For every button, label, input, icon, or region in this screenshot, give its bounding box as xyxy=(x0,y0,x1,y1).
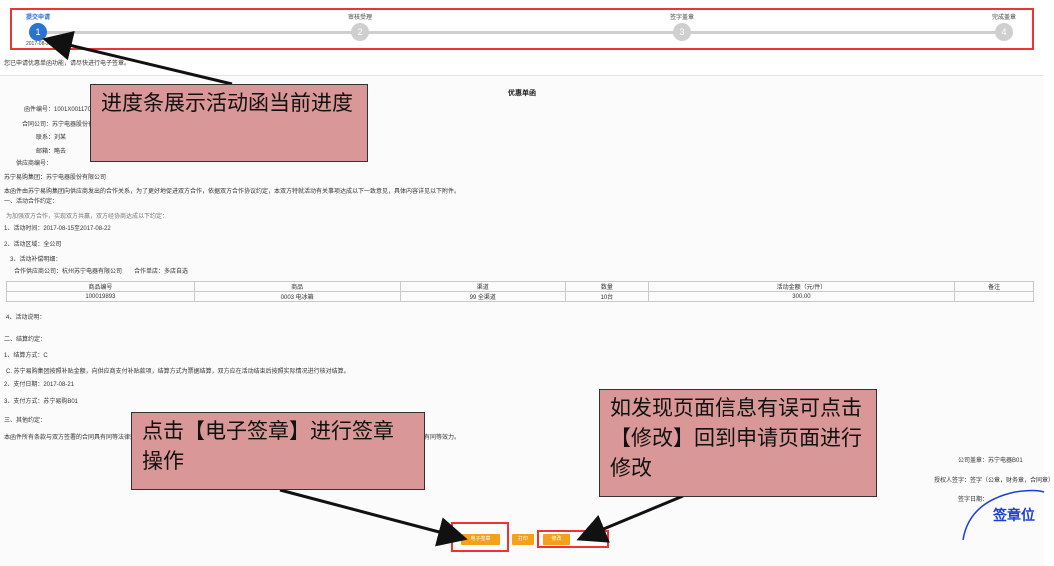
step-3-label: 签字盖章 xyxy=(669,15,695,21)
step-1-circle: 1 xyxy=(29,23,47,41)
table-cell: 100019893 xyxy=(6,291,195,302)
sign-person: 授权人签字：签字（公章，财务章，合同章） xyxy=(934,478,1054,484)
item-text: 3、活动补偿明细： xyxy=(10,257,62,263)
info-line: 函件编号：1001X0011700 xyxy=(24,107,95,113)
item-text: 1、结算方式：C xyxy=(4,353,48,359)
table-row: 100019893 0003 电冰箱 99 全渠道 10台 300.00 xyxy=(6,291,1034,302)
step-3-circle: 3 xyxy=(673,23,691,41)
step-4-circle: 4 xyxy=(995,23,1013,41)
info-line: 联系：刘某 xyxy=(36,135,67,141)
table-header: 数量 xyxy=(564,281,649,292)
progress-track xyxy=(46,31,1011,34)
item-text: 2、活动区域：全公司 xyxy=(4,242,62,248)
sign-button[interactable]: 电子签章 xyxy=(461,534,500,545)
table-header: 渠道 xyxy=(399,281,566,292)
table-header-row: 商品编号 商品 渠道 数量 活动金额（元/件） 备注 xyxy=(6,281,1034,292)
item-text: 2、支付日期：2017-08-21 xyxy=(4,382,75,388)
notice-text: 您已申请优惠单函功能，请尽快进行电子签章。 xyxy=(4,61,131,67)
info-line: 供应商编号： xyxy=(16,161,53,167)
table-cell: 300.00 xyxy=(647,291,956,302)
step-1-label: 提交申请 xyxy=(25,15,51,21)
sign-company: 公司盖章：苏宁电器B01 xyxy=(958,458,1023,464)
step-2-circle: 2 xyxy=(351,23,369,41)
info-line: 邮箱：略去 xyxy=(36,149,67,155)
item-text: C. 苏宁易购集团按照补贴金额，向供应商支付补贴款项，结算方式为票据结算，双方应… xyxy=(6,369,350,375)
section-heading: 三、其他约定： xyxy=(4,418,47,424)
print-button[interactable]: 打印 xyxy=(512,534,534,545)
callout-progress: 进度条展示活动函当前进度 xyxy=(90,84,368,162)
step-2-label: 审核受理 xyxy=(347,15,373,21)
document-title: 优惠单函 xyxy=(508,90,536,97)
callout-edit: 如发现页面信息有误可点击【修改】回到申请页面进行修改 xyxy=(599,389,877,497)
progress-bar: 提交申请 1 审核受理 2 签字盖章 3 完成盖章 4 2017-08-21 xyxy=(10,8,1034,50)
callout-sign: 点击【电子签章】进行签章操作 xyxy=(131,412,425,490)
edit-highlight-box xyxy=(537,530,609,548)
company-line: 苏宁易购集团：苏宁电器股份有限公司 xyxy=(4,175,107,181)
sign-highlight-box xyxy=(451,522,509,552)
info-line: 合同公司：苏宁电器股份有限 xyxy=(22,122,101,128)
product-table: 商品编号 商品 渠道 数量 活动金额（元/件） 备注 100019893 000… xyxy=(6,281,1034,302)
table-cell: 0003 电冰箱 xyxy=(193,291,401,302)
table-header: 商品 xyxy=(193,281,401,292)
section-heading: 二、结算约定： xyxy=(4,337,47,343)
section-heading: 一、活动合作约定： xyxy=(4,199,59,205)
item-text: 4、活动说明： xyxy=(6,315,46,321)
item-text: 1、活动时间：2017-08-15至2017-08-22 xyxy=(4,226,111,232)
table-cell: 10台 xyxy=(564,291,649,302)
step-4-label: 完成盖章 xyxy=(991,15,1017,21)
sign-date: 签字日期： xyxy=(958,497,989,503)
table-cell xyxy=(954,291,1034,302)
edit-button[interactable]: 修改 xyxy=(543,534,570,545)
section-desc: 为加强双方合作，实现双方共赢，双方经协商达成以下约定： xyxy=(6,214,169,220)
item-text: 3、支付方式：苏宁易购B01 xyxy=(4,399,79,405)
table-cell: 99 全渠道 xyxy=(399,291,566,302)
step-1-date: 2017-08-21 xyxy=(26,41,52,47)
item-detail: 合作供应商公司：杭州苏宁电器有限公司 合作单店：多店自选 xyxy=(14,269,189,275)
table-header: 商品编号 xyxy=(6,281,195,292)
table-header: 活动金额（元/件） xyxy=(647,281,956,292)
stamp-label: 签章位 xyxy=(993,507,1035,523)
stamp-outline xyxy=(962,489,1045,541)
intro-text: 本函件由苏宁易购集团向供应商发出的合作关系，为了更好地促进双方合作，依据双方合作… xyxy=(4,189,461,195)
table-header: 备注 xyxy=(954,281,1034,292)
